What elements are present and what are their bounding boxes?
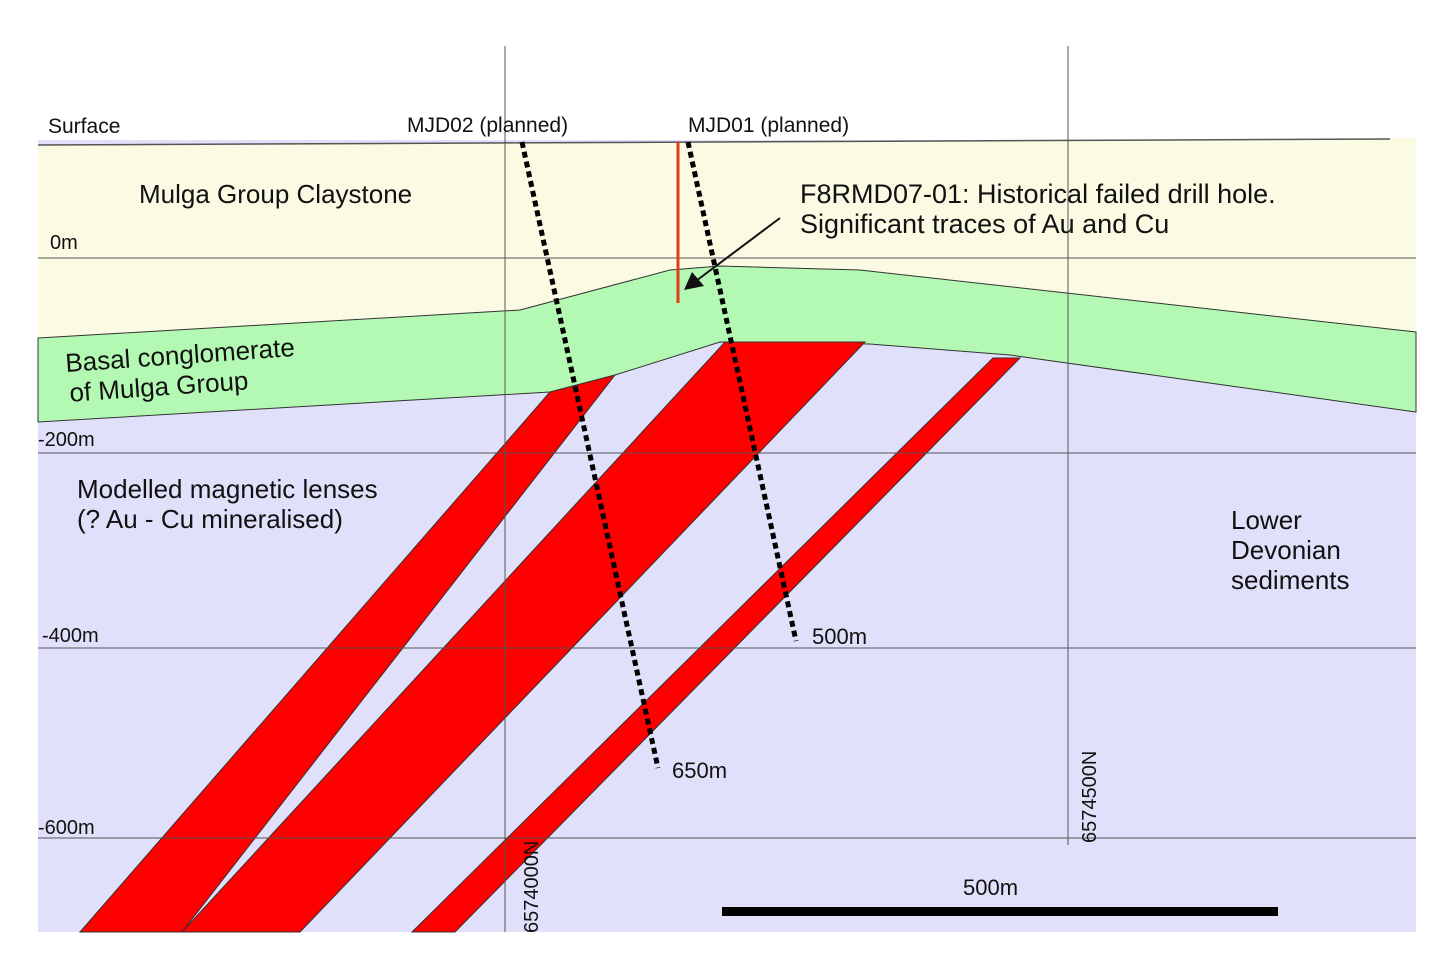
sediments-label-line3: sediments [1231,565,1350,595]
annotation-arrow-line [695,217,781,282]
mjd01-depth-label: 500m [812,624,867,649]
northing-gridlines [504,46,1069,932]
historical-note-line1: F8RMD07-01: Historical failed drill hole… [800,179,1276,209]
mjd02-planned-hole [519,141,661,769]
scale-bar-label: 500m [963,875,1018,900]
sediments-label-line1: Lower [1231,505,1302,535]
northing-label-6574000N: 6574000N [521,841,543,933]
mjd01-planned-hole [685,141,799,642]
historical-note-line2: Significant traces of Au and Cu [800,209,1169,239]
depth-label-400m: -400m [42,625,99,647]
claystone-label: Mulga Group Claystone [139,179,412,209]
mjd02-label: MJD02 (planned) [407,114,568,137]
depth-label-0m: 0m [50,232,78,254]
depth-label-600m: -600m [38,817,95,839]
arrow-head-icon [684,272,704,290]
northing-label-6574500N: 6574500N [1079,751,1101,843]
sediments-label-line2: Devonian [1231,535,1341,565]
lenses-label-line2: (? Au - Cu mineralised) [77,504,343,534]
mjd02-depth-label: 650m [672,758,727,783]
magnetic-lens-middle [180,341,867,933]
surface-line [37,138,1391,146]
depth-label-200m: -200m [38,429,95,451]
scale-bar [722,907,1278,916]
claystone-layer [38,138,1416,338]
magnetic-lens-right [410,357,1022,933]
surface-label: Surface [48,115,120,138]
lenses-label-line1: Modelled magnetic lenses [77,474,378,504]
mjd01-label: MJD01 (planned) [688,114,849,137]
